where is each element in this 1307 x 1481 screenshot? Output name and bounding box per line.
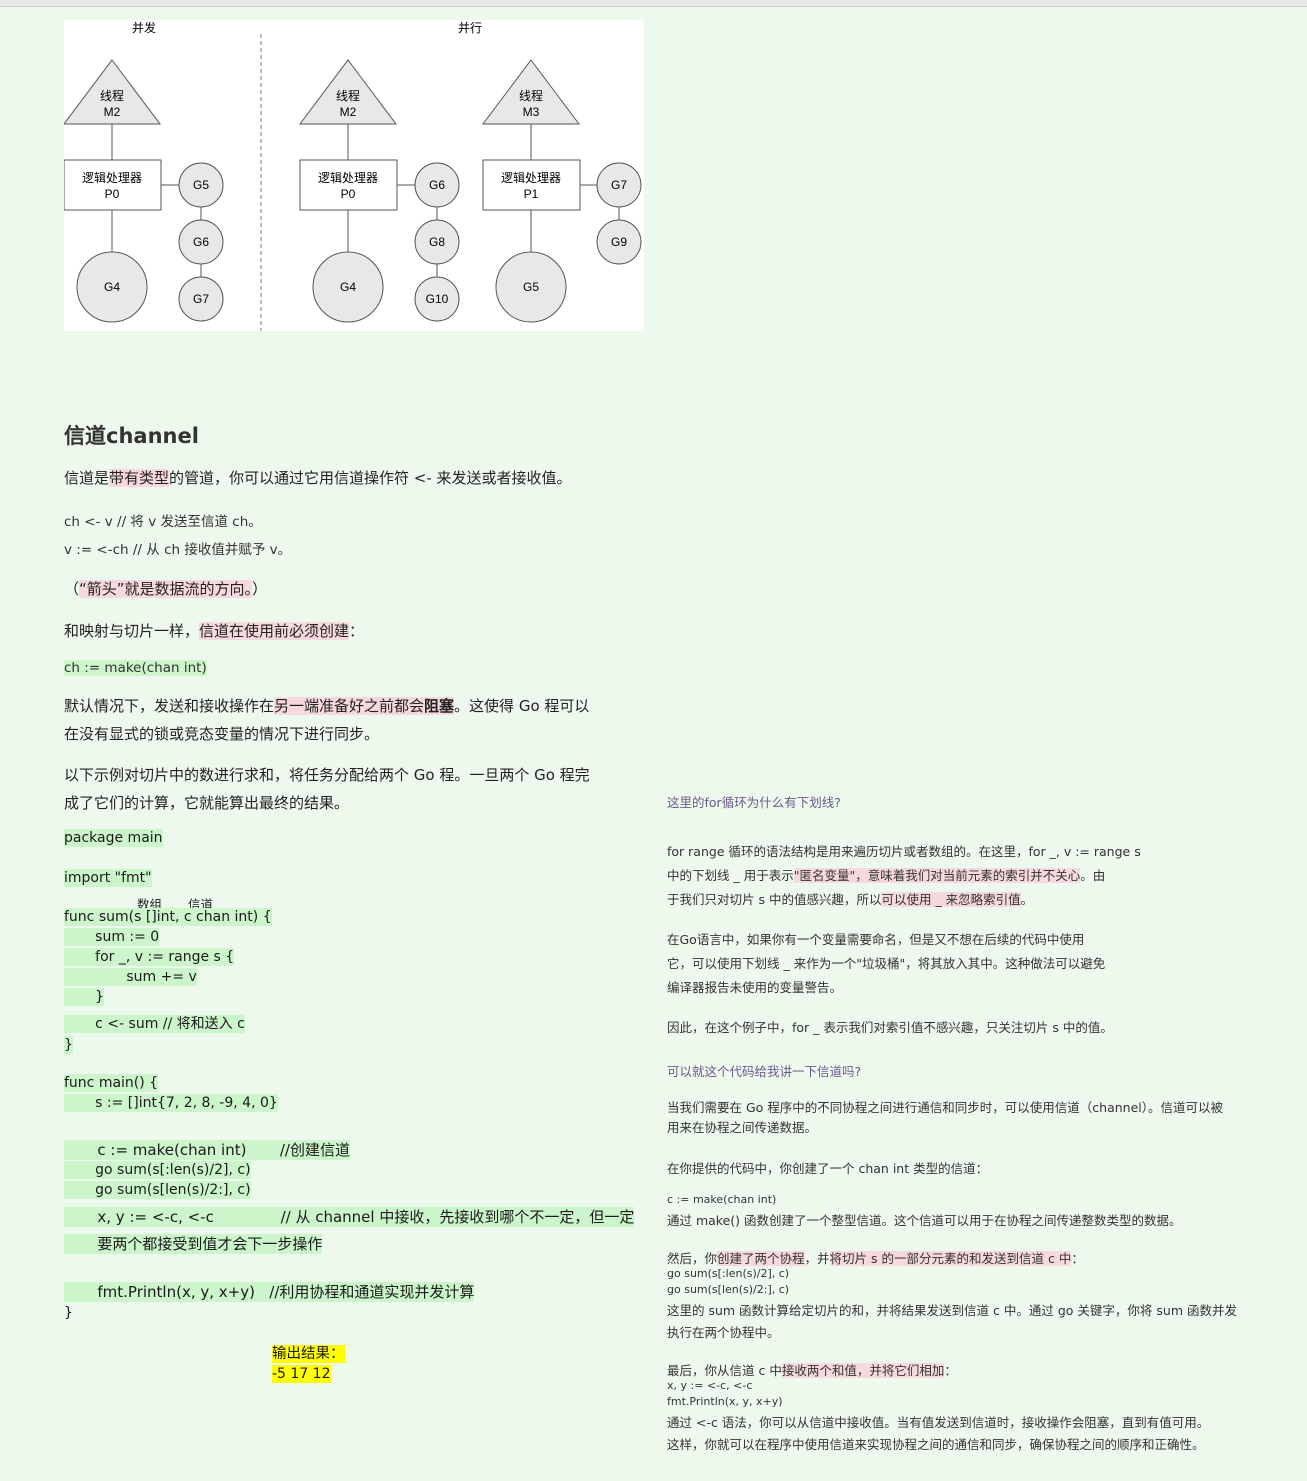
code-package: package main xyxy=(64,829,163,847)
processor-id: P0 xyxy=(341,187,356,201)
question-channel: 可以就这个代码给我讲一下信道吗? xyxy=(667,1064,862,1079)
thread-triangle xyxy=(299,59,397,125)
processor-box xyxy=(64,159,162,211)
queued-goroutine xyxy=(414,162,460,208)
processor-label: 逻辑处理器 xyxy=(318,171,378,185)
processor-label: 逻辑处理器 xyxy=(501,171,561,185)
concurrency-parallel-diagram: 并发 并行 线程 M2 逻辑处理器 P0 G4 G5 G6 G7 线程 M2 逻… xyxy=(64,20,644,331)
answer-channel-2: 在你提供的代码中，你创建了一个 chan int 类型的信道： xyxy=(667,1161,989,1176)
queued-goroutine-label: G5 xyxy=(193,178,209,192)
queued-goroutine xyxy=(596,219,642,265)
paragraph-create: 和映射与切片一样，信道在使用前必须创建： xyxy=(64,622,365,640)
running-goroutine-label: G4 xyxy=(104,280,120,294)
processor-id: P0 xyxy=(105,187,120,201)
processor-id: P1 xyxy=(524,187,539,201)
code-line: c := make(chan int) //创建信道 xyxy=(64,1139,350,1160)
queued-goroutine xyxy=(178,276,224,322)
label-concurrency: 并发 xyxy=(132,20,156,35)
answer-channel-1: 当我们需要在 Go 程序中的不同协程之间进行通信和同步时，可以使用信道（chan… xyxy=(667,1100,1223,1135)
code-line: sum := 0 xyxy=(64,928,160,946)
answer-code-println: fmt.Println(x, y, x+y) xyxy=(667,1395,783,1408)
code-receive-line: v := <-ch // 从 ch 接收值并赋予 v。 xyxy=(64,542,292,558)
thread-label: 线程 xyxy=(100,88,124,103)
queued-goroutine xyxy=(414,219,460,265)
answer-underscore-3: 因此，在这个例子中，for _ 表示我们对索引值不感兴趣，只关注切片 s 中的值… xyxy=(667,1020,1113,1035)
queued-goroutine xyxy=(178,219,224,265)
processor-box xyxy=(299,159,398,211)
answer-code-go2: go sum(s[len(s)/2:], c) xyxy=(667,1283,790,1296)
thread-id: M3 xyxy=(523,105,540,119)
queued-goroutine-label: G6 xyxy=(429,178,445,192)
running-goroutine xyxy=(76,251,148,323)
queued-goroutine-label: G9 xyxy=(611,235,627,249)
thread-triangle xyxy=(64,59,161,125)
queued-goroutine-label: G7 xyxy=(611,178,627,192)
code-line: go sum(s[len(s)/2:], c) xyxy=(64,1181,251,1199)
answer-code-make: c := make(chan int) xyxy=(667,1193,777,1206)
code-line: go sum(s[:len(s)/2], c) xyxy=(64,1161,251,1179)
code-line: sum += v xyxy=(64,968,197,986)
code-line: fmt.Println(x, y, x+y) //利用协程和通道实现并发计算 xyxy=(64,1281,475,1302)
code-make-channel: ch := make(chan int) xyxy=(64,660,207,676)
queued-goroutine xyxy=(178,162,224,208)
answer-channel-6: 最后，你从信道 c 中接收两个和值，并将它们相加： xyxy=(667,1363,957,1378)
answer-channel-4: 然后，你创建了两个协程，并将切片 s 的一部分元素的和发送到信道 c 中： xyxy=(667,1251,1084,1266)
running-goroutine-label: G4 xyxy=(340,280,356,294)
answer-channel-3: 通过 make() 函数创建了一个整型信道。这个信道可以用于在协程之间传递整数类… xyxy=(667,1213,1182,1228)
thread-triangle xyxy=(482,59,580,125)
code-func-sum: func sum(s []int, c chan int) { xyxy=(64,908,272,926)
queued-goroutine-label: G8 xyxy=(429,235,445,249)
code-line: } xyxy=(64,1305,73,1321)
left-group: 线程 M2 逻辑处理器 P0 G4 G5 G6 G7 xyxy=(64,59,224,323)
queued-goroutine-label: G6 xyxy=(193,235,209,249)
output-value: -5 17 12 xyxy=(272,1365,331,1383)
paragraph-intro: 信道是带有类型的管道，你可以通过它用信道操作符 <- 来发送或者接收值。 xyxy=(64,469,572,487)
thread-label: 线程 xyxy=(519,88,543,103)
thread-id: M2 xyxy=(340,105,357,119)
thread-label: 线程 xyxy=(336,88,360,103)
answer-code-receive: x, y := <-c, <-c xyxy=(667,1379,753,1392)
queued-goroutine xyxy=(596,162,642,208)
paragraph-arrow: （“箭头”就是数据流的方向。） xyxy=(64,580,268,598)
code-line: } xyxy=(64,1036,73,1054)
answer-code-go1: go sum(s[:len(s)/2], c) xyxy=(667,1267,790,1280)
code-line: c <- sum // 将和送入 c xyxy=(64,1013,245,1033)
processor-label: 逻辑处理器 xyxy=(82,171,142,185)
queued-goroutine-label: G10 xyxy=(426,292,449,306)
code-func-main: func main() { xyxy=(64,1074,159,1092)
answer-underscore-1: for range 循环的语法结构是用来遍历切片或者数组的。在这里，for _,… xyxy=(667,844,1141,907)
code-line: } xyxy=(64,988,105,1006)
code-line: s := []int{7, 2, 8, -9, 4, 0} xyxy=(64,1094,278,1112)
right-group: 线程 M3 逻辑处理器 P1 G5 G7 G9 xyxy=(482,59,642,323)
running-goroutine xyxy=(495,251,567,323)
output-label: 输出结果： xyxy=(272,1345,345,1363)
label-parallel: 并行 xyxy=(458,21,482,35)
processor-box xyxy=(482,159,581,211)
code-line: for _, v := range s { xyxy=(64,948,235,966)
queued-goroutine xyxy=(414,276,460,322)
running-goroutine xyxy=(312,251,384,323)
queued-goroutine-label: G7 xyxy=(193,292,209,306)
running-goroutine-label: G5 xyxy=(523,280,539,294)
answer-channel-7: 通过 <-c 语法，你可以从信道中接收值。当有值发送到信道时，接收操作会阻塞，直… xyxy=(667,1415,1210,1452)
window-top-bar xyxy=(0,0,1307,7)
code-line: x, y := <-c, <-c // 从 channel 中接收，先接收到哪个… xyxy=(64,1206,635,1227)
question-underscore: 这里的for循环为什么有下划线? xyxy=(667,795,841,810)
paragraph-example: 以下示例对切片中的数进行求和，将任务分配给两个 Go 程。一旦两个 Go 程完 … xyxy=(64,766,590,812)
answer-underscore-2: 在Go语言中，如果你有一个变量需要命名，但是又不想在后续的代码中使用 它，可以使… xyxy=(667,932,1106,995)
thread-id: M2 xyxy=(104,105,121,119)
section-heading: 信道channel xyxy=(64,424,199,448)
code-send-line: ch <- v // 将 v 发送至信道 ch。 xyxy=(64,514,262,530)
answer-channel-5: 这里的 sum 函数计算给定切片的和，并将结果发送到信道 c 中。通过 go 关… xyxy=(667,1303,1237,1340)
code-line: 要两个都接受到值才会下一步操作 xyxy=(64,1233,323,1254)
code-import: import "fmt" xyxy=(64,869,152,887)
paragraph-blocking: 默认情况下，发送和接收操作在另一端准备好之前都会阻塞。这使得 Go 程可以 在没… xyxy=(64,697,590,743)
middle-group: 线程 M2 逻辑处理器 P0 G4 G6 G8 G10 xyxy=(299,59,460,323)
